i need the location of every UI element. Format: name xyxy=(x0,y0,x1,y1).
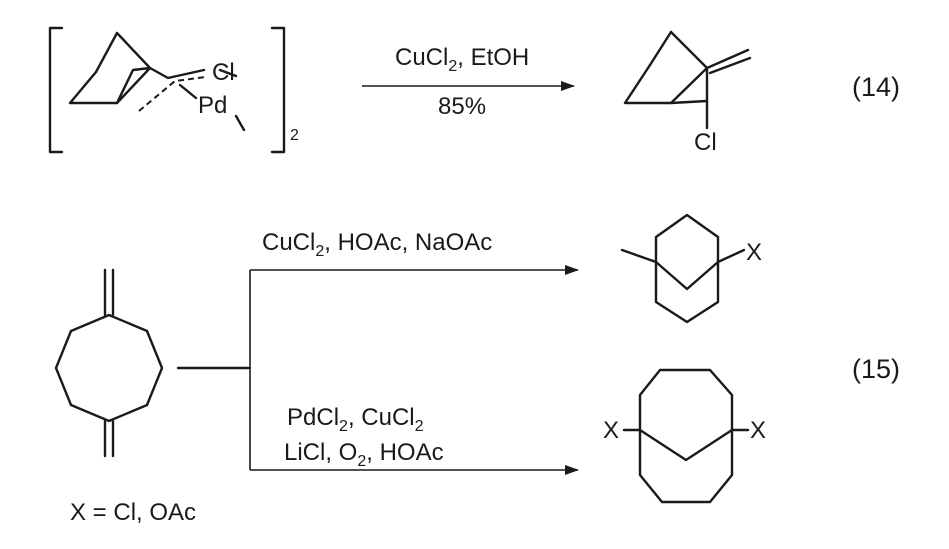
bicyclic-product-bottom xyxy=(622,368,750,504)
bracket-right xyxy=(270,26,286,154)
equation-number-15: (15) xyxy=(852,354,900,384)
bracket-left xyxy=(48,26,64,154)
norbornenyl-allyl-ligand xyxy=(68,31,207,112)
branch-connector xyxy=(176,270,252,470)
dimer-subscript: 2 xyxy=(290,127,299,144)
reactant-cl-label: Cl xyxy=(212,59,235,86)
reaction-15-bottom-reagents-line1: PdCl2, CuCl2 xyxy=(287,404,424,435)
norbornane-product xyxy=(623,30,752,130)
reaction-15-top-reagents: CuCl2, HOAc, NaOAc xyxy=(262,229,492,260)
x-definition: X = Cl, OAc xyxy=(70,499,196,526)
reaction-14-reagents: CuCl2, EtOH xyxy=(395,44,529,75)
pd-coordination-bonds xyxy=(178,68,246,132)
equation-number-14: (14) xyxy=(852,72,900,102)
bottom-product-x-left-label: X xyxy=(603,417,619,444)
bottom-product-x-right-label: X xyxy=(750,417,766,444)
top-product-x-label: X xyxy=(746,239,762,266)
reactant-pd-label: Pd xyxy=(198,92,227,119)
dimethylenecyclooctane xyxy=(54,268,164,458)
reaction-14-yield: 85% xyxy=(438,93,486,120)
reaction-15-bottom-reagents-line2: LiCl, O2, HOAc xyxy=(284,439,444,470)
bicyclic-product-top xyxy=(620,213,746,324)
product-cl-label: Cl xyxy=(694,129,717,156)
